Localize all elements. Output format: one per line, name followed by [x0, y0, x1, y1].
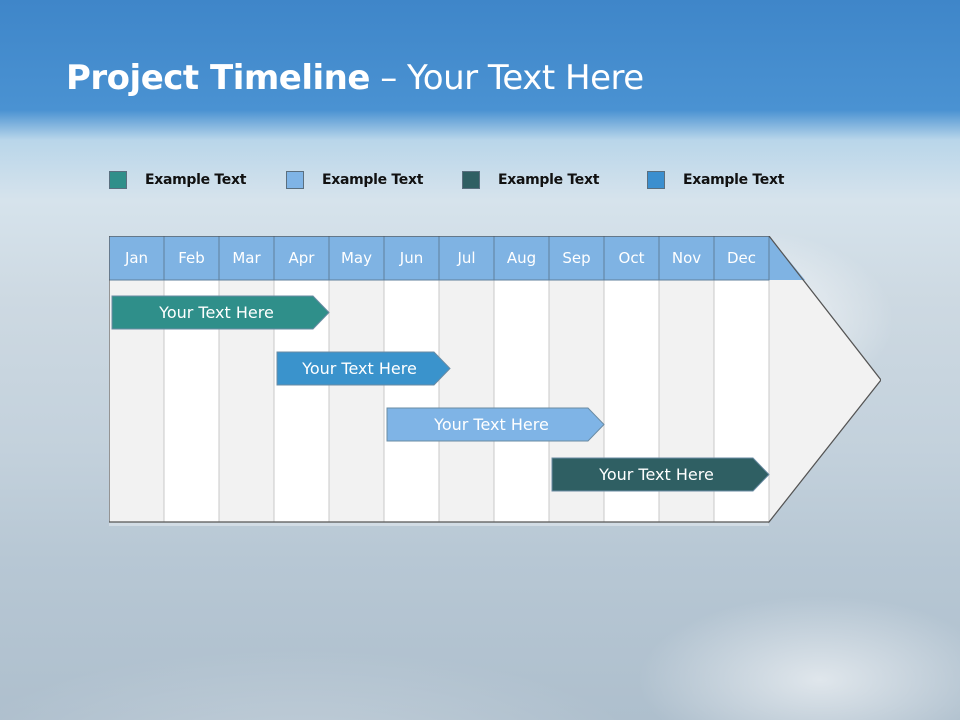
month-label-jan: Jan: [124, 249, 149, 267]
month-label-apr: Apr: [288, 249, 315, 267]
month-header-cell-mar: [218, 236, 275, 281]
legend-swatch-2: [286, 171, 304, 189]
month-header-cell-oct: [603, 236, 660, 281]
task-bar-2: [276, 351, 451, 386]
month-label-nov: Nov: [671, 249, 702, 267]
task-bar-3: [386, 407, 605, 442]
month-label-may: May: [340, 249, 372, 267]
task-bar-1: [111, 295, 330, 330]
month-label-oct: Oct: [618, 249, 645, 267]
task-label-1: Your Text Here: [159, 303, 274, 322]
month-header-cell-jul: [438, 236, 495, 281]
legend-label-4: Example Text: [683, 172, 785, 188]
month-header-cell-sep: [548, 236, 605, 281]
task-bar-4: [551, 457, 770, 492]
title-bold: Project Timeline: [66, 58, 370, 98]
slide-title: Project Timeline – Your Text Here: [66, 58, 644, 98]
month-label-jul: Jul: [457, 249, 476, 267]
legend-label-3: Example Text: [498, 172, 600, 188]
month-header-cell-may: [328, 236, 385, 281]
month-column-may: [328, 279, 385, 523]
timeline-outline: [109, 236, 881, 523]
legend-swatch-4: [647, 171, 665, 189]
legend-swatch-3: [462, 171, 480, 189]
month-column-aug: [493, 279, 550, 523]
task-label-2: Your Text Here: [302, 359, 417, 378]
timeline-reflection: [109, 522, 769, 526]
month-label-mar: Mar: [232, 249, 261, 267]
month-label-jun: Jun: [399, 249, 424, 267]
month-header-cell-jun: [383, 236, 440, 281]
legend-swatch-1: [109, 171, 127, 189]
month-label-aug: Aug: [506, 249, 537, 267]
task-label-4: Your Text Here: [599, 465, 714, 484]
month-label-feb: Feb: [178, 249, 205, 267]
month-label-sep: Sep: [562, 249, 591, 267]
timeline-grid: [109, 236, 881, 526]
month-label-dec: Dec: [726, 249, 757, 267]
task-label-3: Your Text Here: [434, 415, 549, 434]
month-column-jul: [438, 279, 495, 523]
title-subtitle: – Your Text Here: [369, 58, 644, 98]
legend-label-2: Example Text: [322, 172, 424, 188]
month-header-cell-nov: [658, 236, 715, 281]
month-header-cell-dec: [713, 236, 770, 281]
month-header-cell-aug: [493, 236, 550, 281]
legend-label-1: Example Text: [145, 172, 247, 188]
month-column-jun: [383, 279, 440, 523]
